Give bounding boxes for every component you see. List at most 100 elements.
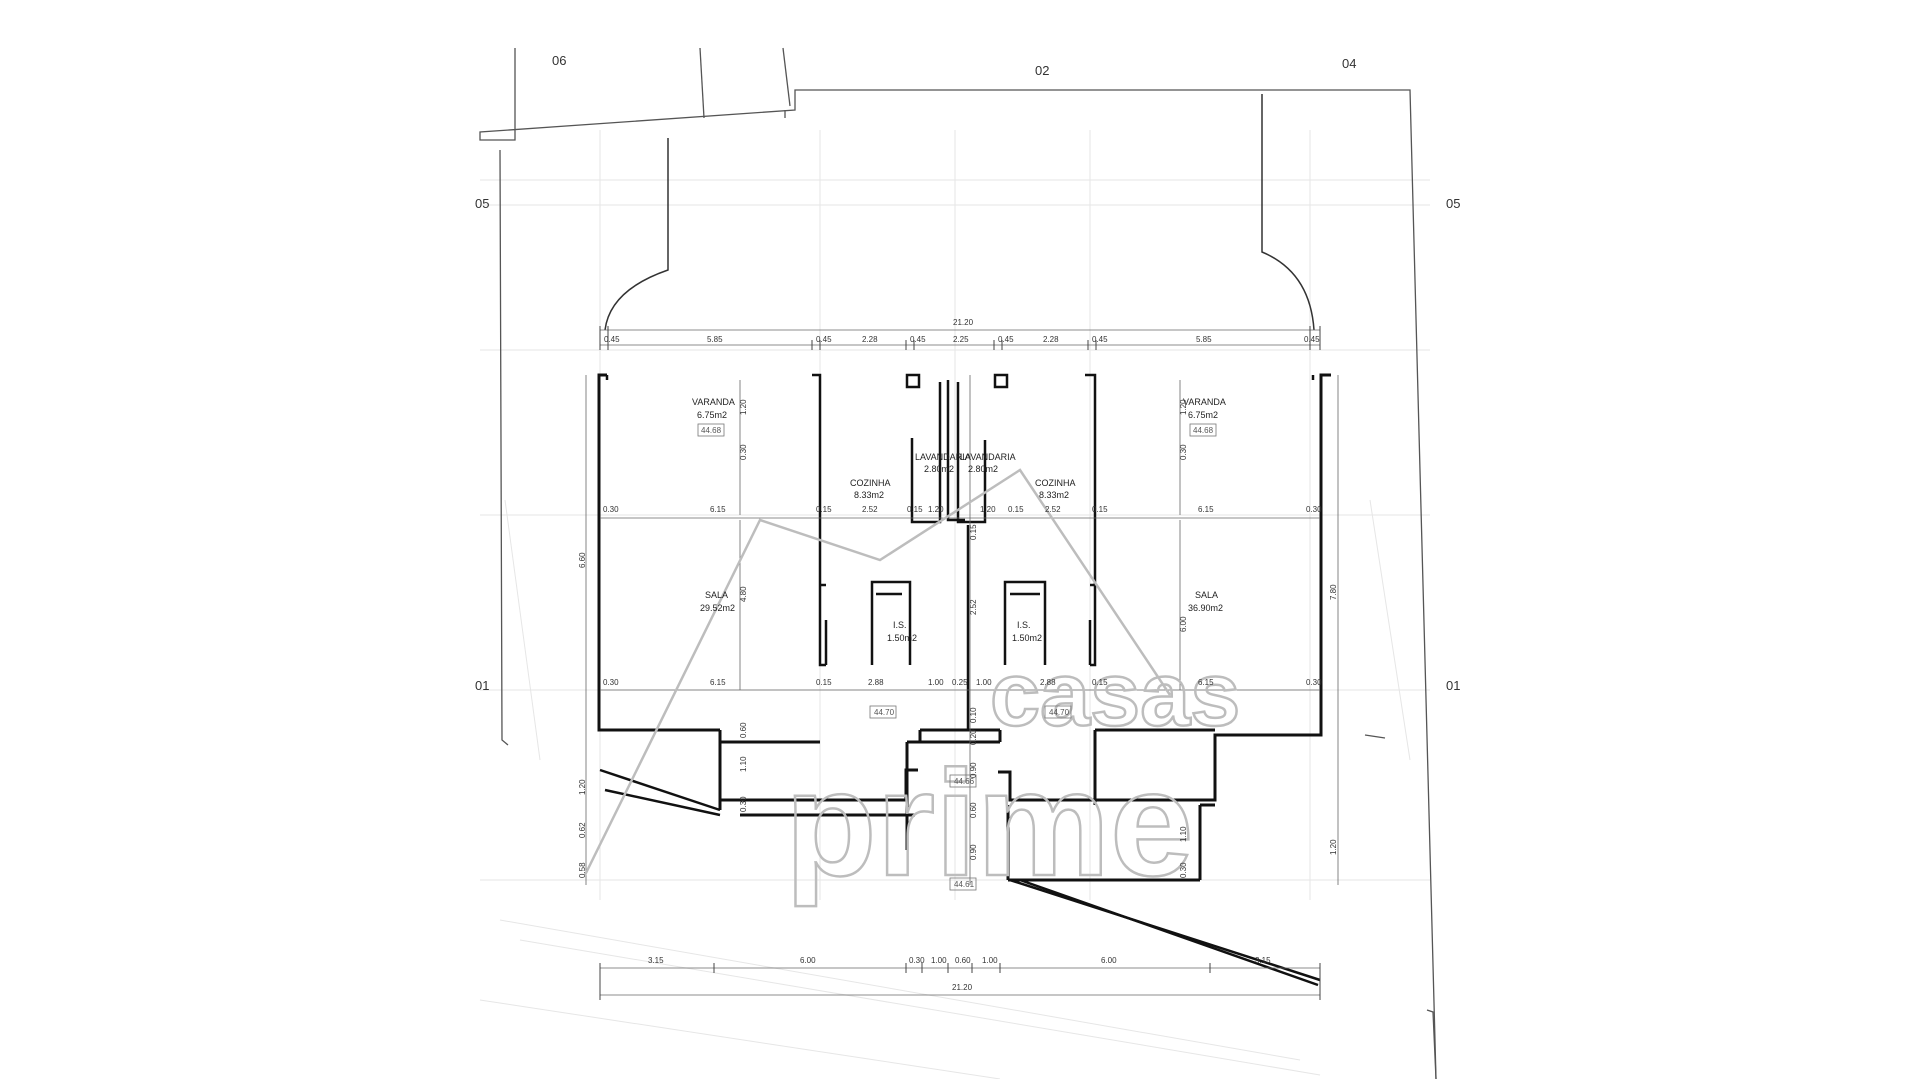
room-cozinha-left-label: COZINHA [850,478,891,488]
edge-label-right-lower: 01 [1446,678,1460,693]
dim-bottom-5: 1.00 [982,956,998,965]
dim-center-vertical-0: 0.15 [969,524,978,540]
room-cozinha-right-label: COZINHA [1035,478,1076,488]
level-center-1: 44.66 [954,777,975,786]
room-is-right-area: 1.50m2 [1012,633,1042,643]
watermark-bottom-word: prime [785,739,1193,907]
dim-bottom-total: 21.20 [952,983,973,992]
dim-row1-6: 1.20 [980,505,996,514]
room-lavandaria-right-area: 2.80m2 [968,464,998,474]
room-is-right-label: I.S. [1017,620,1031,630]
dim-bottom-0: 3.15 [648,956,664,965]
level-varanda-right: 44.68 [1193,426,1214,435]
dim-lower-right-vertical-1: 0.30 [1179,862,1188,878]
dim-top-seg-1: 5.85 [707,335,723,344]
room-sala-right-label: SALA [1195,590,1218,600]
dim-left-vertical-1: 0.62 [578,822,587,838]
dim-row1-4: 0.15 [907,505,923,514]
dim-top-seg-6: 0.45 [998,335,1014,344]
edge-label-top-left: 06 [552,53,566,68]
dimension-lines [585,329,1339,996]
dim-center-vertical-4: 0.90 [969,762,978,778]
dim-top-total: 21.20 [953,318,974,327]
dim-row2-5: 0.25 [952,678,968,687]
dim-row1-11: 0.30 [1306,505,1322,514]
dim-center-vertical-5: 0.60 [969,802,978,818]
building-walls [597,373,1331,882]
dim-row2-9: 6.15 [1198,678,1214,687]
dim-row1-8: 2.52 [1045,505,1061,514]
dim-row2-10: 0.30 [1306,678,1322,687]
dim-left-total: 6.60 [578,552,587,568]
dim-bottom-1: 6.00 [800,956,816,965]
dim-row1-9: 0.15 [1092,505,1108,514]
dim-row1-0: 0.30 [603,505,619,514]
dim-row2-1: 6.15 [710,678,726,687]
level-box-center-1 [949,774,977,788]
room-varanda-left-label: VARANDA [692,397,735,407]
dim-top-seg-9: 5.85 [1196,335,1212,344]
dim-center-vertical-6: 0.90 [969,844,978,860]
dim-left-vertical-0: 1.20 [578,779,587,795]
construction-lines [479,130,1430,1079]
lot-boundary [479,47,1437,1079]
rooms-left-unit: VARANDA 6.75m2 44.68 COZINHA 8.33m2 LAVA… [692,397,971,719]
dim-row1-3: 2.52 [862,505,878,514]
dim-center-vertical-1: 2.52 [969,599,978,615]
edge-label-top-right: 04 [1342,56,1356,71]
level-floor-right: 44.70 [1049,708,1070,717]
dim-top-seg-3: 2.28 [862,335,878,344]
dim-row2-7: 2.88 [1040,678,1056,687]
edge-label-right-upper: 05 [1446,196,1460,211]
room-sala-right-area: 36.90m2 [1188,603,1223,613]
dim-row1-7: 0.15 [1008,505,1024,514]
room-lavandaria-left-area: 2.80m2 [924,464,954,474]
edge-label-left-upper: 05 [475,196,489,211]
dim-varanda-right-vertical-0: 1.20 [1179,399,1188,415]
room-varanda-right-label: VARANDA [1183,397,1226,407]
room-cozinha-right-area: 8.33m2 [1039,490,1069,500]
courtyard-outline [604,94,1315,331]
dim-row1-5: 1.20 [928,505,944,514]
level-box-floor-left [869,705,897,719]
dim-bottom-3: 1.00 [931,956,947,965]
dim-row1-2: 0.15 [816,505,832,514]
dim-bottom-2: 0.30 [909,956,925,965]
dim-varanda-right-vertical-1: 0.30 [1179,444,1188,460]
level-floor-left: 44.70 [874,708,895,717]
dim-row2-3: 2.88 [868,678,884,687]
dim-top-seg-8: 0.45 [1092,335,1108,344]
inclined-walls [599,768,1321,987]
dim-sala-left-vertical: 4.80 [739,586,748,602]
dimension-ticks [599,326,1321,1000]
room-varanda-left-area: 6.75m2 [697,410,727,420]
room-sala-left-label: SALA [705,590,728,600]
dim-left-vertical-2: 0.58 [578,862,587,878]
rooms-right-unit: VARANDA 6.75m2 44.68 COZINHA 8.33m2 LAVA… [960,397,1226,719]
watermark-top-word: casas [990,645,1240,745]
edge-label-left-lower: 01 [475,678,489,693]
dimension-texts: 21.20 0.45 5.85 0.45 2.28 0.45 2.25 0.45… [578,318,1338,992]
dim-row2-0: 0.30 [603,678,619,687]
level-center-2: 44.61 [954,880,975,889]
interior-walls [605,373,1315,730]
lot-labels: 06 02 04 05 05 01 01 [475,53,1460,693]
level-box-center-2 [949,877,977,891]
dim-center-vertical-2: 0.10 [969,707,978,723]
dim-top-seg-0: 0.45 [604,335,620,344]
level-varanda-left: 44.68 [701,426,722,435]
room-cozinha-left-area: 8.33m2 [854,490,884,500]
dim-top-seg-10: 0.45 [1304,335,1320,344]
dim-varanda-left-vertical-1: 0.30 [739,444,748,460]
dim-lower-vertical-0: 0.60 [739,722,748,738]
room-varanda-right-area: 6.75m2 [1188,410,1218,420]
level-box-floor-right [1044,705,1072,719]
level-box-varanda-left [697,423,725,437]
room-lavandaria-right-label: LAVANDARIA [960,452,1016,462]
room-sala-left-area: 29.52m2 [700,603,735,613]
dim-top-seg-7: 2.28 [1043,335,1059,344]
dim-lower-vertical-1: 1.10 [739,756,748,772]
dim-varanda-left-vertical-0: 1.20 [739,399,748,415]
dim-top-seg-2: 0.45 [816,335,832,344]
